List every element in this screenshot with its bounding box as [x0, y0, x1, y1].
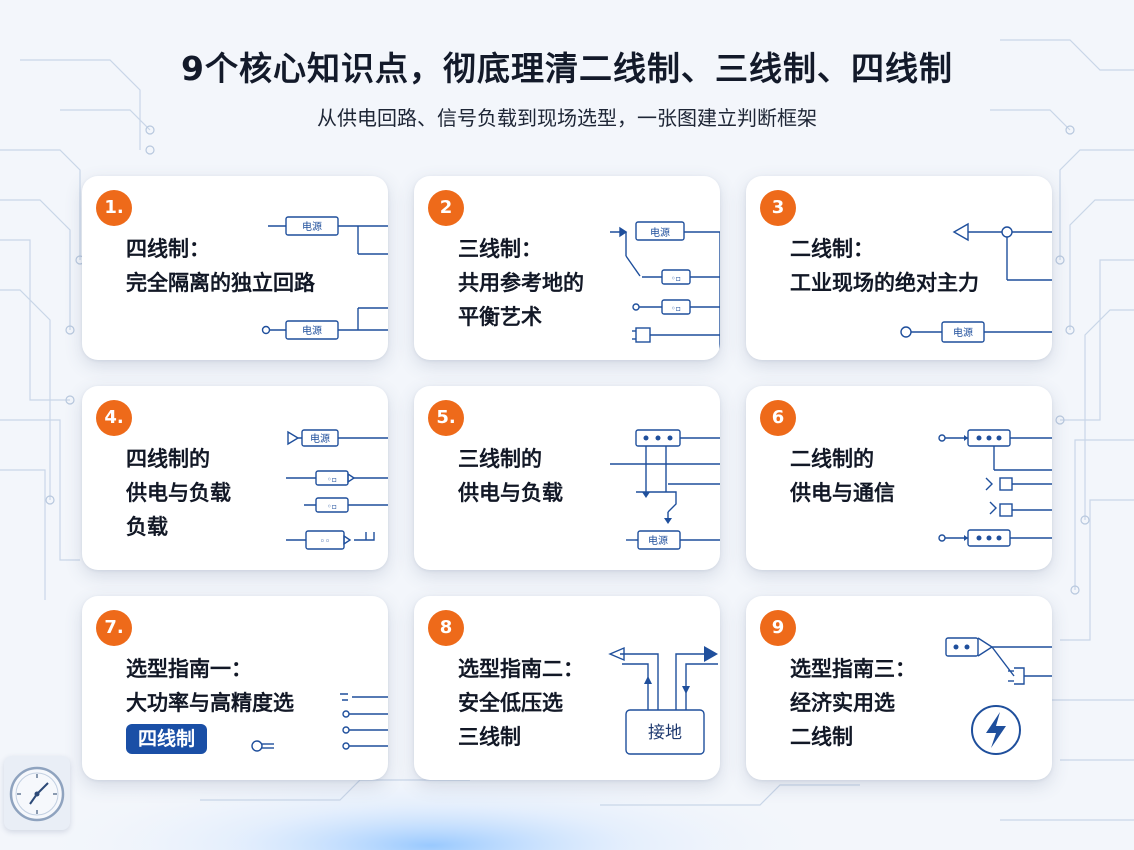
- card-number: 4.: [96, 400, 132, 436]
- card-number: 1.: [96, 190, 132, 226]
- card-8[interactable]: 8 选型指南二： 安全低压选 三线制 接地: [414, 596, 720, 780]
- card-title: 三线制： 共用参考地的 平衡艺术: [458, 237, 584, 329]
- card-title: 选型指南二： 安全低压选 三线制: [458, 657, 584, 749]
- economy-diagram: [945, 637, 1052, 755]
- card-2[interactable]: 2 三线制： 共用参考地的 平衡艺术 电源 ◦▫ ◦▫: [414, 176, 720, 360]
- card-title: 选型指南一： 大功率与高精度选 四线制: [126, 652, 294, 755]
- card-number: 6: [760, 400, 796, 436]
- svg-text:◦▫: ◦▫: [327, 502, 337, 511]
- power-tag-label: 电源: [650, 226, 670, 239]
- ground-label: 接地: [648, 723, 682, 743]
- card-number: 8: [428, 610, 464, 646]
- safe-low-voltage-diagram: 接地: [608, 646, 718, 755]
- card-1[interactable]: 1. 四线制： 完全隔离的独立回路 电源 电源: [82, 176, 388, 360]
- power-tag-label: 电源: [310, 432, 330, 445]
- svg-text:◦▫: ◦▫: [671, 304, 681, 313]
- card-number: 3: [760, 190, 796, 226]
- svg-text:◦◦: ◦◦: [320, 537, 331, 547]
- power-tag-label: 电源: [953, 326, 973, 339]
- card-3[interactable]: 3 二线制： 工业现场的绝对主力 电源: [746, 176, 1052, 360]
- card-number: 7.: [96, 610, 132, 646]
- three-wire-circuit-diagram: 电源 ◦▫ ◦▫: [610, 221, 720, 360]
- card-title: 四线制： 完全隔离的独立回路: [126, 237, 315, 295]
- lightning-icon: [971, 705, 1021, 755]
- card-6[interactable]: 6 二线制的 供电与通信: [746, 386, 1052, 570]
- card-title: 三线制的 供电与负载: [458, 447, 563, 505]
- three-wire-supply-load-diagram: 电源: [610, 429, 720, 550]
- card-7[interactable]: 7. 选型指南一： 大功率与高精度选 四线制: [82, 596, 388, 780]
- four-wire-circuit-diagram: 电源 电源: [261, 216, 388, 340]
- card-5[interactable]: 5. 三线制的 供电与负载 电源: [414, 386, 720, 570]
- four-wire-supply-load-diagram: 电源 ◦▫ ◦▫ ◦◦: [286, 429, 388, 550]
- card-4[interactable]: 4. 四线制的 供电与负载 负载 电源 ◦▫ ◦▫ ◦◦: [82, 386, 388, 570]
- card-9[interactable]: 9 选型指南三： 经济实用选 二线制: [746, 596, 1052, 780]
- two-wire-comm-diagram: [938, 429, 1052, 547]
- power-tag-label: 电源: [302, 324, 322, 337]
- svg-text:◦▫: ◦▫: [327, 475, 337, 484]
- four-wire-badge: 四线制: [126, 724, 208, 754]
- card-title: 四线制的 供电与负载 负载: [126, 447, 231, 539]
- power-tag-label: 电源: [648, 534, 668, 547]
- two-wire-circuit-diagram: 电源: [900, 222, 1052, 343]
- svg-text:◦▫: ◦▫: [671, 274, 681, 283]
- card-number: 2: [428, 190, 464, 226]
- card-title: 选型指南三： 经济实用选 二线制: [790, 657, 916, 749]
- power-tag-label: 电源: [302, 220, 322, 233]
- selection-guide-wires: [251, 693, 388, 752]
- card-number: 9: [760, 610, 796, 646]
- card-number: 5.: [428, 400, 464, 436]
- page-subtitle: 从供电回路、信号负载到现场选型，一张图建立判断框架: [317, 106, 817, 130]
- card-title: 二线制的 供电与通信: [790, 447, 895, 505]
- page-title: 9个核心知识点，彻底理清二线制、三线制、四线制: [181, 49, 953, 88]
- card-title: 二线制： 工业现场的绝对主力: [790, 237, 979, 295]
- clock-icon: [4, 756, 70, 830]
